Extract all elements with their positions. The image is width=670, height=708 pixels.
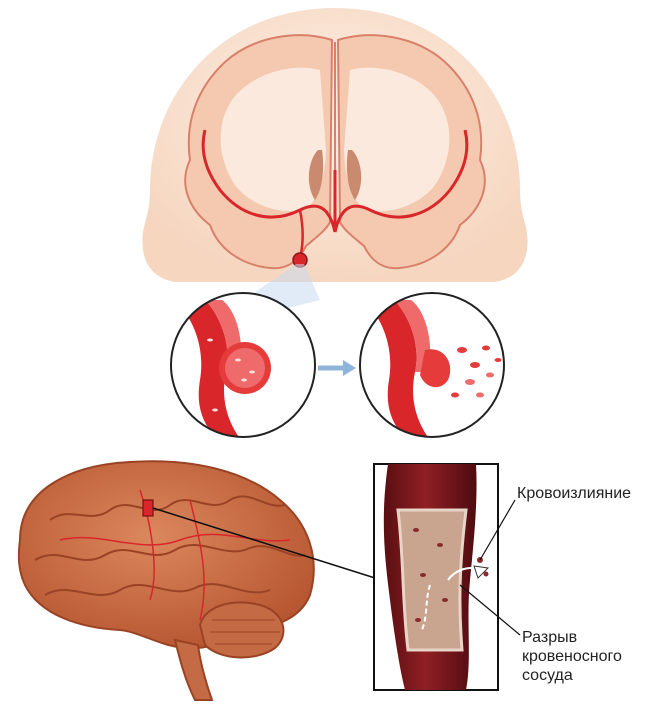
vessel-rupture-label-line: Разрыв xyxy=(522,629,578,646)
vessel-rupture-label: Разрыв кровеносного сосуда xyxy=(522,628,622,685)
vessel-rupture-detail xyxy=(373,463,499,691)
brain-coronal-section xyxy=(184,34,486,270)
brain-lateral-view xyxy=(17,460,315,701)
zoom-leader-line xyxy=(152,507,376,579)
aneurysm-ruptured-magnified xyxy=(359,292,505,438)
aneurysm-intact-magnified xyxy=(170,292,316,438)
vessel-rupture-label-line: кровеносного xyxy=(522,648,622,665)
vessel-rupture-label-line: сосуда xyxy=(522,667,573,684)
hemorrhage-leader-line xyxy=(479,499,516,561)
arrow-right-icon xyxy=(318,360,356,376)
hemorrhage-label: Кровоизлияние xyxy=(517,485,632,502)
rupture-leader-line xyxy=(459,584,521,636)
